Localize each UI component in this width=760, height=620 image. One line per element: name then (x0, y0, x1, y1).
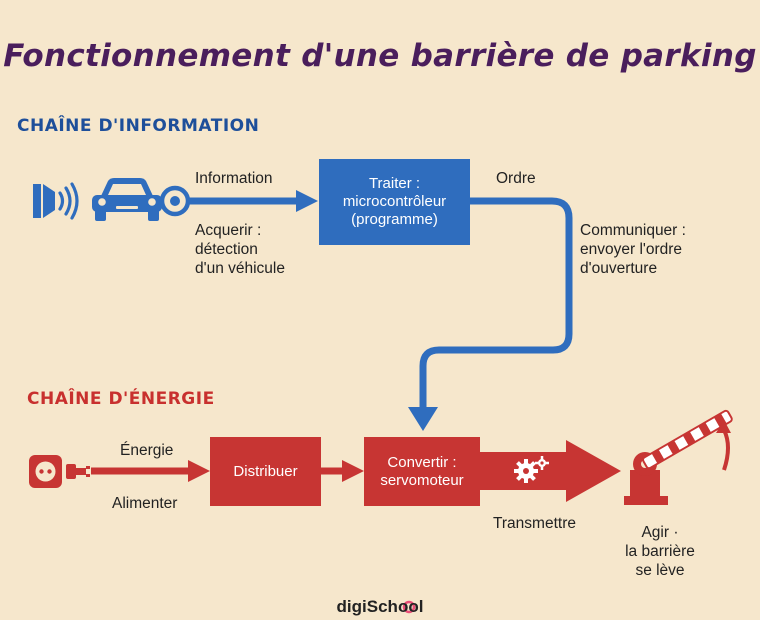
acquire-label: Acquerir : détection d'un véhicule (195, 222, 285, 277)
transmit-arrow (478, 440, 621, 502)
gears-icon (514, 456, 549, 483)
brand-logo-mark (402, 600, 416, 614)
order-arrow (408, 197, 573, 431)
speaker-icon (33, 182, 79, 220)
car-icon (92, 178, 162, 221)
transmit-label: Transmettre (493, 515, 576, 532)
brand-logo: digiSchool (336, 597, 424, 616)
communicate-label: Communiquer : envoyer l'ordre d'ouvertur… (580, 222, 686, 277)
page-title: Fonctionnement d'une barrière de parking (3, 38, 757, 74)
outlet-icon (29, 455, 62, 488)
information-chain-heading: CHAÎNE D'INFORMATION (17, 116, 260, 136)
process-box: Traiter : microcontrôleur (programme) (319, 159, 470, 245)
act-label: Agir · la barrière se lève (625, 524, 695, 579)
energy-chain-heading: CHAÎNE D'ÉNERGIE (27, 389, 215, 409)
sensor-icon (159, 185, 191, 217)
energy-arrow-1 (91, 460, 210, 482)
order-label: Ordre (496, 170, 536, 187)
supply-label: Alimenter (112, 495, 178, 512)
lift-arrow-icon (716, 420, 731, 471)
information-arrow (188, 190, 318, 212)
information-label: Information (195, 170, 273, 187)
plug-icon (66, 464, 90, 479)
distribute-box: Distribuer (210, 437, 321, 506)
energy-arrow-2 (321, 460, 364, 482)
energy-label: Énergie (120, 442, 174, 459)
convert-box: Convertir : servomoteur (364, 437, 480, 506)
barrier-icon (624, 409, 733, 505)
